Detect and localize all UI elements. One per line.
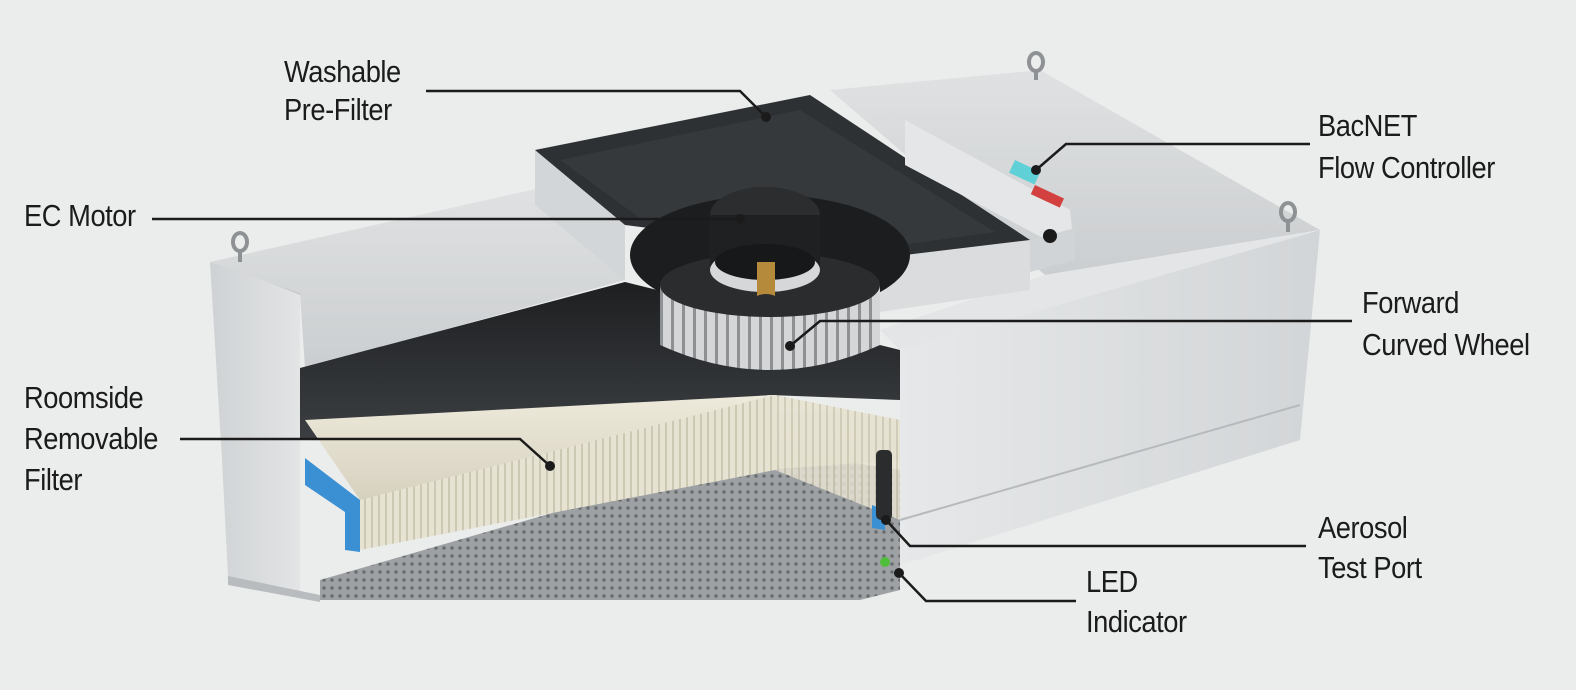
leader-dots: [545, 112, 1041, 578]
pre-filter-box-front: [535, 150, 625, 280]
filter-media-side: [775, 395, 900, 520]
leader-roomside-filter: [180, 437, 551, 467]
housing-left-front: [210, 262, 300, 595]
perforated-screen: [320, 450, 900, 600]
callout-line: EC Motor: [24, 198, 136, 233]
callout-line: Pre-Filter: [284, 92, 392, 127]
bacnet-flow-controller: [905, 120, 1075, 255]
callout-line: Aerosol: [1318, 510, 1408, 545]
filter-frame-accent: [305, 458, 360, 552]
callout-washable-pre-filter: Washable Pre-Filter: [284, 53, 401, 129]
callout-line: Test Port: [1318, 550, 1422, 585]
callout-line: Curved Wheel: [1362, 327, 1530, 362]
callout-line: Washable: [284, 54, 401, 89]
eye-bolt-top: [1027, 51, 1045, 80]
leader-led: [898, 572, 1076, 603]
housing-right-top: [830, 70, 1320, 275]
callout-line: Forward: [1362, 285, 1459, 320]
housing-left-top: [210, 188, 625, 368]
housing-bottom-rail: [228, 576, 320, 602]
housing-right-side: [900, 230, 1320, 565]
callout-ec-motor: EC Motor: [24, 197, 136, 235]
callout-line: Removable: [24, 421, 159, 456]
callout-line: Flow Controller: [1318, 150, 1495, 185]
leader-washable-pre-filter: [426, 89, 767, 118]
callout-forward-curved-wheel: Forward Curved Wheel: [1362, 282, 1530, 366]
callout-roomside-filter: Roomside Removable Filter: [24, 377, 158, 500]
callout-line: BacNET: [1318, 108, 1417, 143]
callout-line: LED: [1086, 564, 1138, 599]
pre-filter-box-right: [880, 240, 1030, 312]
leader-bacnet: [1035, 142, 1310, 171]
callout-bacnet-flow-controller: BacNET Flow Controller: [1318, 105, 1495, 189]
callout-line: Filter: [24, 462, 82, 497]
leader-aerosol: [885, 519, 1306, 548]
callout-line: Indicator: [1086, 604, 1187, 639]
callout-led-indicator: LED Indicator: [1086, 562, 1187, 642]
filter-media-front: [360, 395, 775, 550]
eye-bolt-right: [1279, 201, 1297, 232]
leader-forward-curved-wheel: [789, 319, 1352, 347]
callout-aerosol-test-port: Aerosol Test Port: [1318, 508, 1422, 588]
aerosol-test-port: [876, 450, 892, 520]
leader-lines: [152, 89, 1352, 603]
callout-line: Roomside: [24, 380, 144, 415]
led-indicator: [880, 557, 890, 567]
eye-bolt-left: [231, 231, 249, 262]
